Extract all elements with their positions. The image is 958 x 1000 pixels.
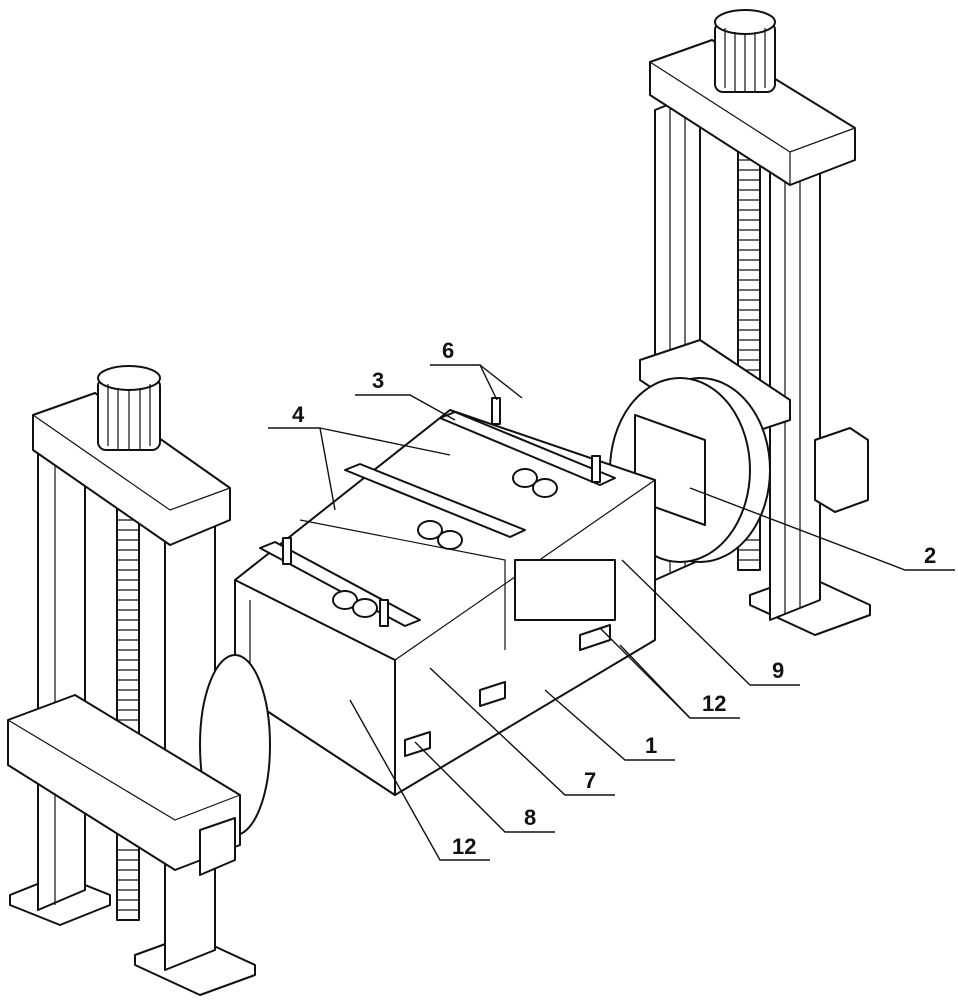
label-3: 3	[372, 370, 384, 392]
handwheel-left	[98, 366, 160, 451]
label-8: 8	[524, 807, 536, 829]
label-6: 6	[442, 340, 454, 362]
label-9: 9	[772, 660, 784, 682]
label-12-right: 12	[702, 693, 726, 715]
label-1: 1	[645, 735, 657, 757]
left-lift-column	[8, 366, 270, 995]
label-4: 4	[292, 404, 304, 426]
handwheel-right	[715, 10, 775, 93]
turnover-frame	[235, 398, 655, 795]
label-7: 7	[584, 770, 596, 792]
label-2: 2	[924, 545, 936, 567]
label-12-left: 12	[452, 836, 476, 858]
